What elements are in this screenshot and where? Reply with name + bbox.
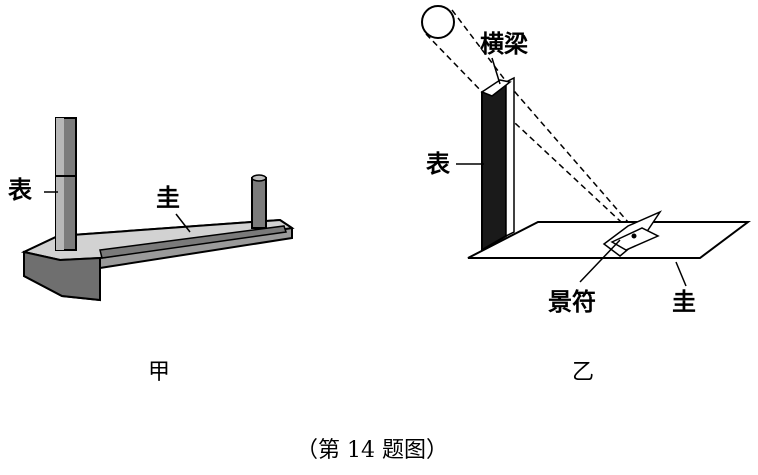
caption-yi: 乙 — [572, 360, 595, 385]
sun-ray-2 — [451, 9, 509, 85]
gui-plane — [467, 221, 751, 259]
label-gui-left: 圭 — [156, 184, 180, 212]
label-gui-right: 圭 — [672, 288, 696, 316]
hengliang-crossbar — [480, 79, 512, 97]
figure-caption: （第 14 题图） — [296, 438, 448, 463]
sun-icon — [421, 5, 455, 39]
gui-leader-line — [175, 213, 191, 233]
caption-jia: 甲 — [148, 360, 171, 385]
biao-column — [481, 80, 507, 252]
label-biao-right: 表 — [426, 150, 450, 178]
sun-ray-1 — [425, 33, 487, 97]
gui-right-leader-line — [675, 261, 687, 287]
jingfu-leader-line — [579, 239, 621, 283]
gui-front-face — [23, 250, 101, 302]
biao-column-side — [505, 76, 515, 238]
hengliang-leader-line — [491, 57, 501, 85]
short-post — [251, 177, 267, 229]
biao-post-highlight — [56, 118, 64, 250]
short-post-top — [251, 174, 267, 182]
label-jingfu: 景符 — [548, 288, 596, 316]
sun-ray-4 — [507, 83, 629, 223]
jingfu-base — [610, 227, 660, 251]
gui-groove — [99, 225, 287, 259]
label-hengliang: 横梁 — [480, 30, 528, 58]
jingfu-pinhole-dot — [631, 233, 637, 239]
label-biao-left: 表 — [8, 176, 32, 204]
